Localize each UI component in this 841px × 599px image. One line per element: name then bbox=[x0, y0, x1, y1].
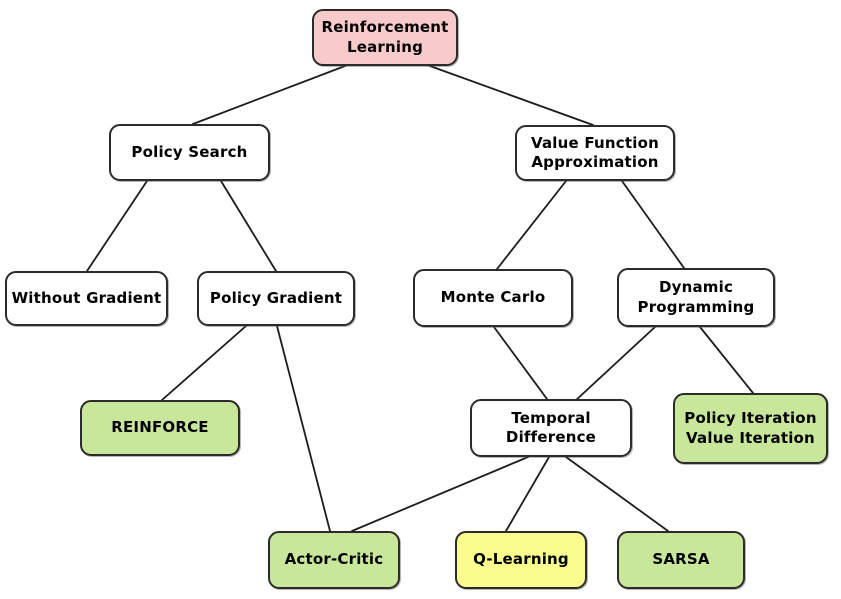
node-reinforcement-learning: Reinforcement Learning bbox=[312, 9, 458, 66]
edge-value-function-approximation-to-dynamic-programming bbox=[621, 180, 685, 269]
edge-policy-gradient-to-actor-critic bbox=[276, 325, 331, 532]
node-policy-search: Policy Search bbox=[109, 124, 270, 181]
edge-dynamic-programming-to-policy-iteration-value-iteration bbox=[699, 326, 754, 394]
edge-temporal-difference-to-actor-critic bbox=[351, 456, 529, 532]
node-temporal-difference: Temporal Difference bbox=[470, 399, 632, 457]
edge-monte-carlo-to-temporal-difference bbox=[493, 326, 548, 400]
edge-reinforcement-learning-to-value-function-approximation bbox=[429, 65, 594, 126]
edge-temporal-difference-to-q-learning bbox=[505, 456, 550, 532]
edge-policy-gradient-to-reinforce bbox=[161, 325, 247, 401]
node-reinforce: REINFORCE bbox=[80, 400, 240, 456]
edge-policy-search-to-without-gradient bbox=[86, 180, 148, 272]
node-policy-gradient: Policy Gradient bbox=[197, 271, 355, 326]
edge-policy-search-to-policy-gradient bbox=[220, 180, 277, 272]
node-actor-critic: Actor-Critic bbox=[268, 531, 400, 589]
edge-dynamic-programming-to-temporal-difference bbox=[574, 326, 656, 402]
edge-value-function-approximation-to-monte-carlo bbox=[496, 180, 567, 270]
edge-temporal-difference-to-sarsa bbox=[565, 456, 669, 532]
edge-reinforcement-learning-to-policy-search bbox=[192, 65, 346, 125]
node-sarsa: SARSA bbox=[617, 531, 745, 589]
node-value-function-approximation: Value Function Approximation bbox=[515, 125, 675, 181]
node-policy-iteration-value-iteration: Policy Iteration Value Iteration bbox=[673, 393, 828, 464]
node-dynamic-programming: Dynamic Programming bbox=[617, 268, 775, 327]
node-without-gradient: Without Gradient bbox=[5, 271, 168, 326]
node-monte-carlo: Monte Carlo bbox=[413, 269, 573, 327]
node-q-learning: Q-Learning bbox=[455, 531, 587, 589]
